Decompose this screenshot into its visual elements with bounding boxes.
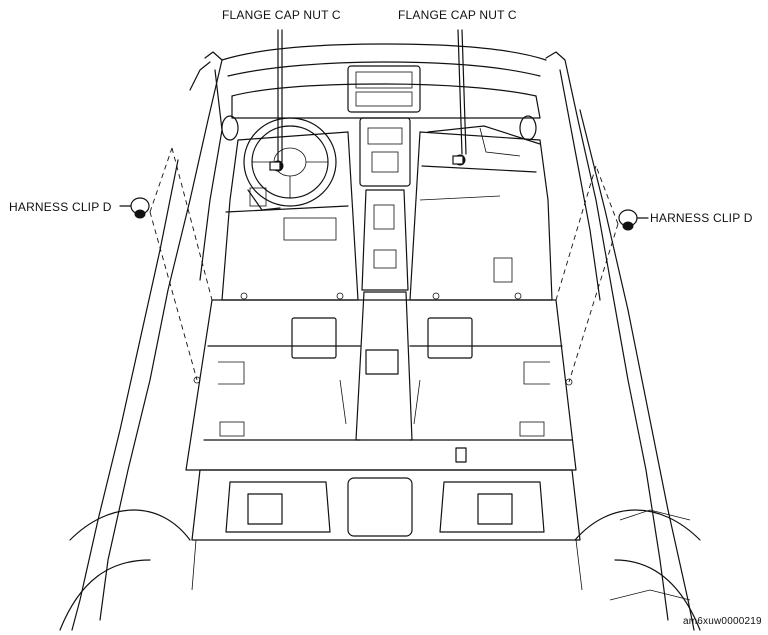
flange-cap-nut-left-label: FLANGE CAP NUT C [222,8,341,22]
rear-cross-member [191,469,583,591]
body-shell [59,43,701,631]
harness-clip-left-marker [119,147,213,381]
harness-clip-right-marker [555,165,649,383]
flange-cap-nut-right-marker [452,29,467,166]
flange-cap-nut-right-label: FLANGE CAP NUT C [398,8,517,22]
steering-wheel [243,117,337,211]
center-console [347,65,421,441]
harness-clip-right-label: HARNESS CLIP D [650,211,753,225]
front-floor-panels [221,125,553,301]
flange-cap-nut-left-marker [269,29,284,172]
harness-clip-left-label: HARNESS CLIP D [9,200,112,214]
rear-floor-panels [185,299,577,471]
figure-code: am6xuw0000219 [683,616,762,627]
